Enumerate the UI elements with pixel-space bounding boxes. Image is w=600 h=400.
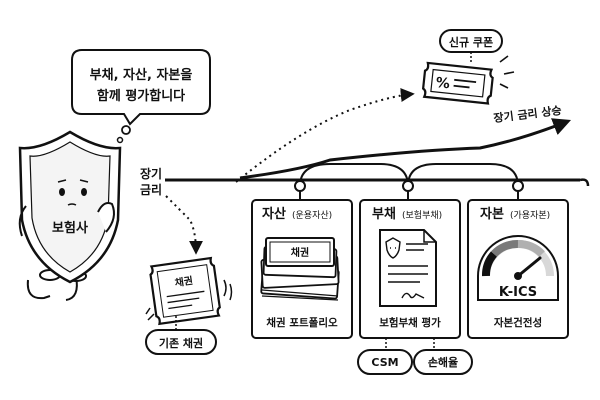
insurer-label: 보험사 <box>52 220 88 236</box>
sub-tags: CSM 손해율 <box>357 349 473 375</box>
bond-stack-icon: 채권 <box>260 237 340 301</box>
branch-connectors <box>294 163 524 200</box>
csm-tag-label: CSM <box>371 356 398 369</box>
loss-ratio-tag <box>413 349 473 375</box>
panel-capital: 자본 (가용자본) K-ICS 자본건전성 <box>467 199 569 339</box>
new-coupon-symbol: % <box>435 75 451 92</box>
rising-rate-label: 장기 금리 상승 <box>493 103 563 125</box>
new-coupon: 신규 쿠폰 % <box>421 29 515 105</box>
rate-label-line-2: 금리 <box>140 182 162 197</box>
panel-assets-caption: 채권 포트폴리오 <box>266 316 338 329</box>
loss-ratio-tag-label: 손해율 <box>428 355 458 369</box>
to-new-coupon-arrow <box>235 88 415 183</box>
node-assets <box>294 180 306 192</box>
panel-liabilities: 부채 (보험부채) 보험부채 평가 <box>359 199 461 352</box>
rising-rate-arrow <box>239 118 572 180</box>
node-liabilities <box>402 180 414 192</box>
panel-liabilities-caption: 보험부채 평가 <box>379 316 441 329</box>
insurer-shield-mascot: 보험사 <box>18 130 122 301</box>
old-bond-tag-label: 기존 채권 <box>159 336 203 350</box>
panel-assets-title: 자산 <box>262 206 286 222</box>
speech-line-2: 함께 평가합니다 <box>97 88 185 104</box>
panel-liabilities-subtitle: (보험부채) <box>402 210 442 221</box>
speech-bubble: 부채, 자산, 자본을 함께 평가합니다 <box>71 49 211 144</box>
policy-document-icon <box>379 229 437 307</box>
panel-assets-subtitle: (운용자산) <box>292 210 332 221</box>
bond-stack-label: 채권 <box>291 246 309 259</box>
old-bond-ticket-label: 채권 <box>174 274 194 289</box>
old-bond-tag <box>145 329 217 355</box>
panel-capital-title: 자본 <box>480 207 504 222</box>
panel-assets: 자산 (운용자산) 채권 채권 포트폴리오 <box>251 199 353 339</box>
panel-liabilities-title: 부채 <box>372 207 396 222</box>
panel-capital-caption: 자본건전성 <box>494 316 542 329</box>
new-coupon-tag-label: 신규 쿠폰 <box>449 35 493 49</box>
rate-label-line-1: 장기 <box>140 166 162 181</box>
to-old-bond-arrow <box>165 195 203 255</box>
old-bond: 채권 기존 채권 <box>145 256 233 355</box>
gauge-needle <box>516 256 542 278</box>
kics-label: K-ICS <box>499 285 537 300</box>
csm-tag <box>357 349 413 375</box>
speech-line-1: 부채, 자산, 자본을 <box>90 67 193 83</box>
panel-capital-subtitle: (가용자본) <box>510 210 550 221</box>
node-capital <box>512 180 524 192</box>
kics-gauge-icon: K-ICS <box>477 235 559 301</box>
